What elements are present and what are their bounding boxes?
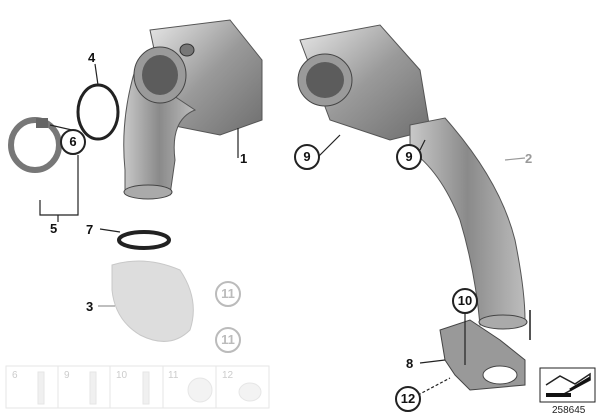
callout-1: 1 — [240, 151, 248, 166]
callout-6: 6 — [60, 129, 86, 155]
callout-3: 3 — [86, 299, 94, 314]
orientation-icon — [539, 367, 596, 403]
heat-shield-3 — [111, 260, 194, 342]
catalytic-converter-left — [123, 19, 263, 200]
gasket-ring-7 — [117, 230, 171, 250]
hardware-strip — [5, 365, 270, 409]
callout-12: 12 — [395, 386, 421, 412]
callout-9-right: 9 — [396, 144, 422, 170]
gasket-ring-4 — [76, 83, 120, 141]
catalytic-converter-right — [297, 24, 531, 340]
callout-11-lower: 11 — [215, 327, 241, 353]
document-number: 258645 — [552, 405, 586, 416]
strip-label-9: 9 — [64, 370, 70, 381]
callout-4: 4 — [88, 50, 96, 65]
strip-label-12: 12 — [222, 370, 234, 381]
leader-lines — [39, 63, 526, 396]
callout-7: 7 — [86, 222, 94, 237]
callout-11-upper: 11 — [215, 281, 241, 307]
clamp-screw — [36, 118, 48, 128]
strip-label-6: 6 — [12, 370, 18, 381]
strip-label-11: 11 — [168, 370, 179, 381]
callout-10: 10 — [452, 288, 478, 314]
callout-5: 5 — [50, 221, 58, 236]
clamp-5 — [8, 117, 62, 173]
callout-2: 2 — [525, 151, 533, 166]
callout-8: 8 — [406, 356, 414, 371]
callout-9-left: 9 — [294, 144, 320, 170]
strip-label-10: 10 — [116, 370, 128, 381]
